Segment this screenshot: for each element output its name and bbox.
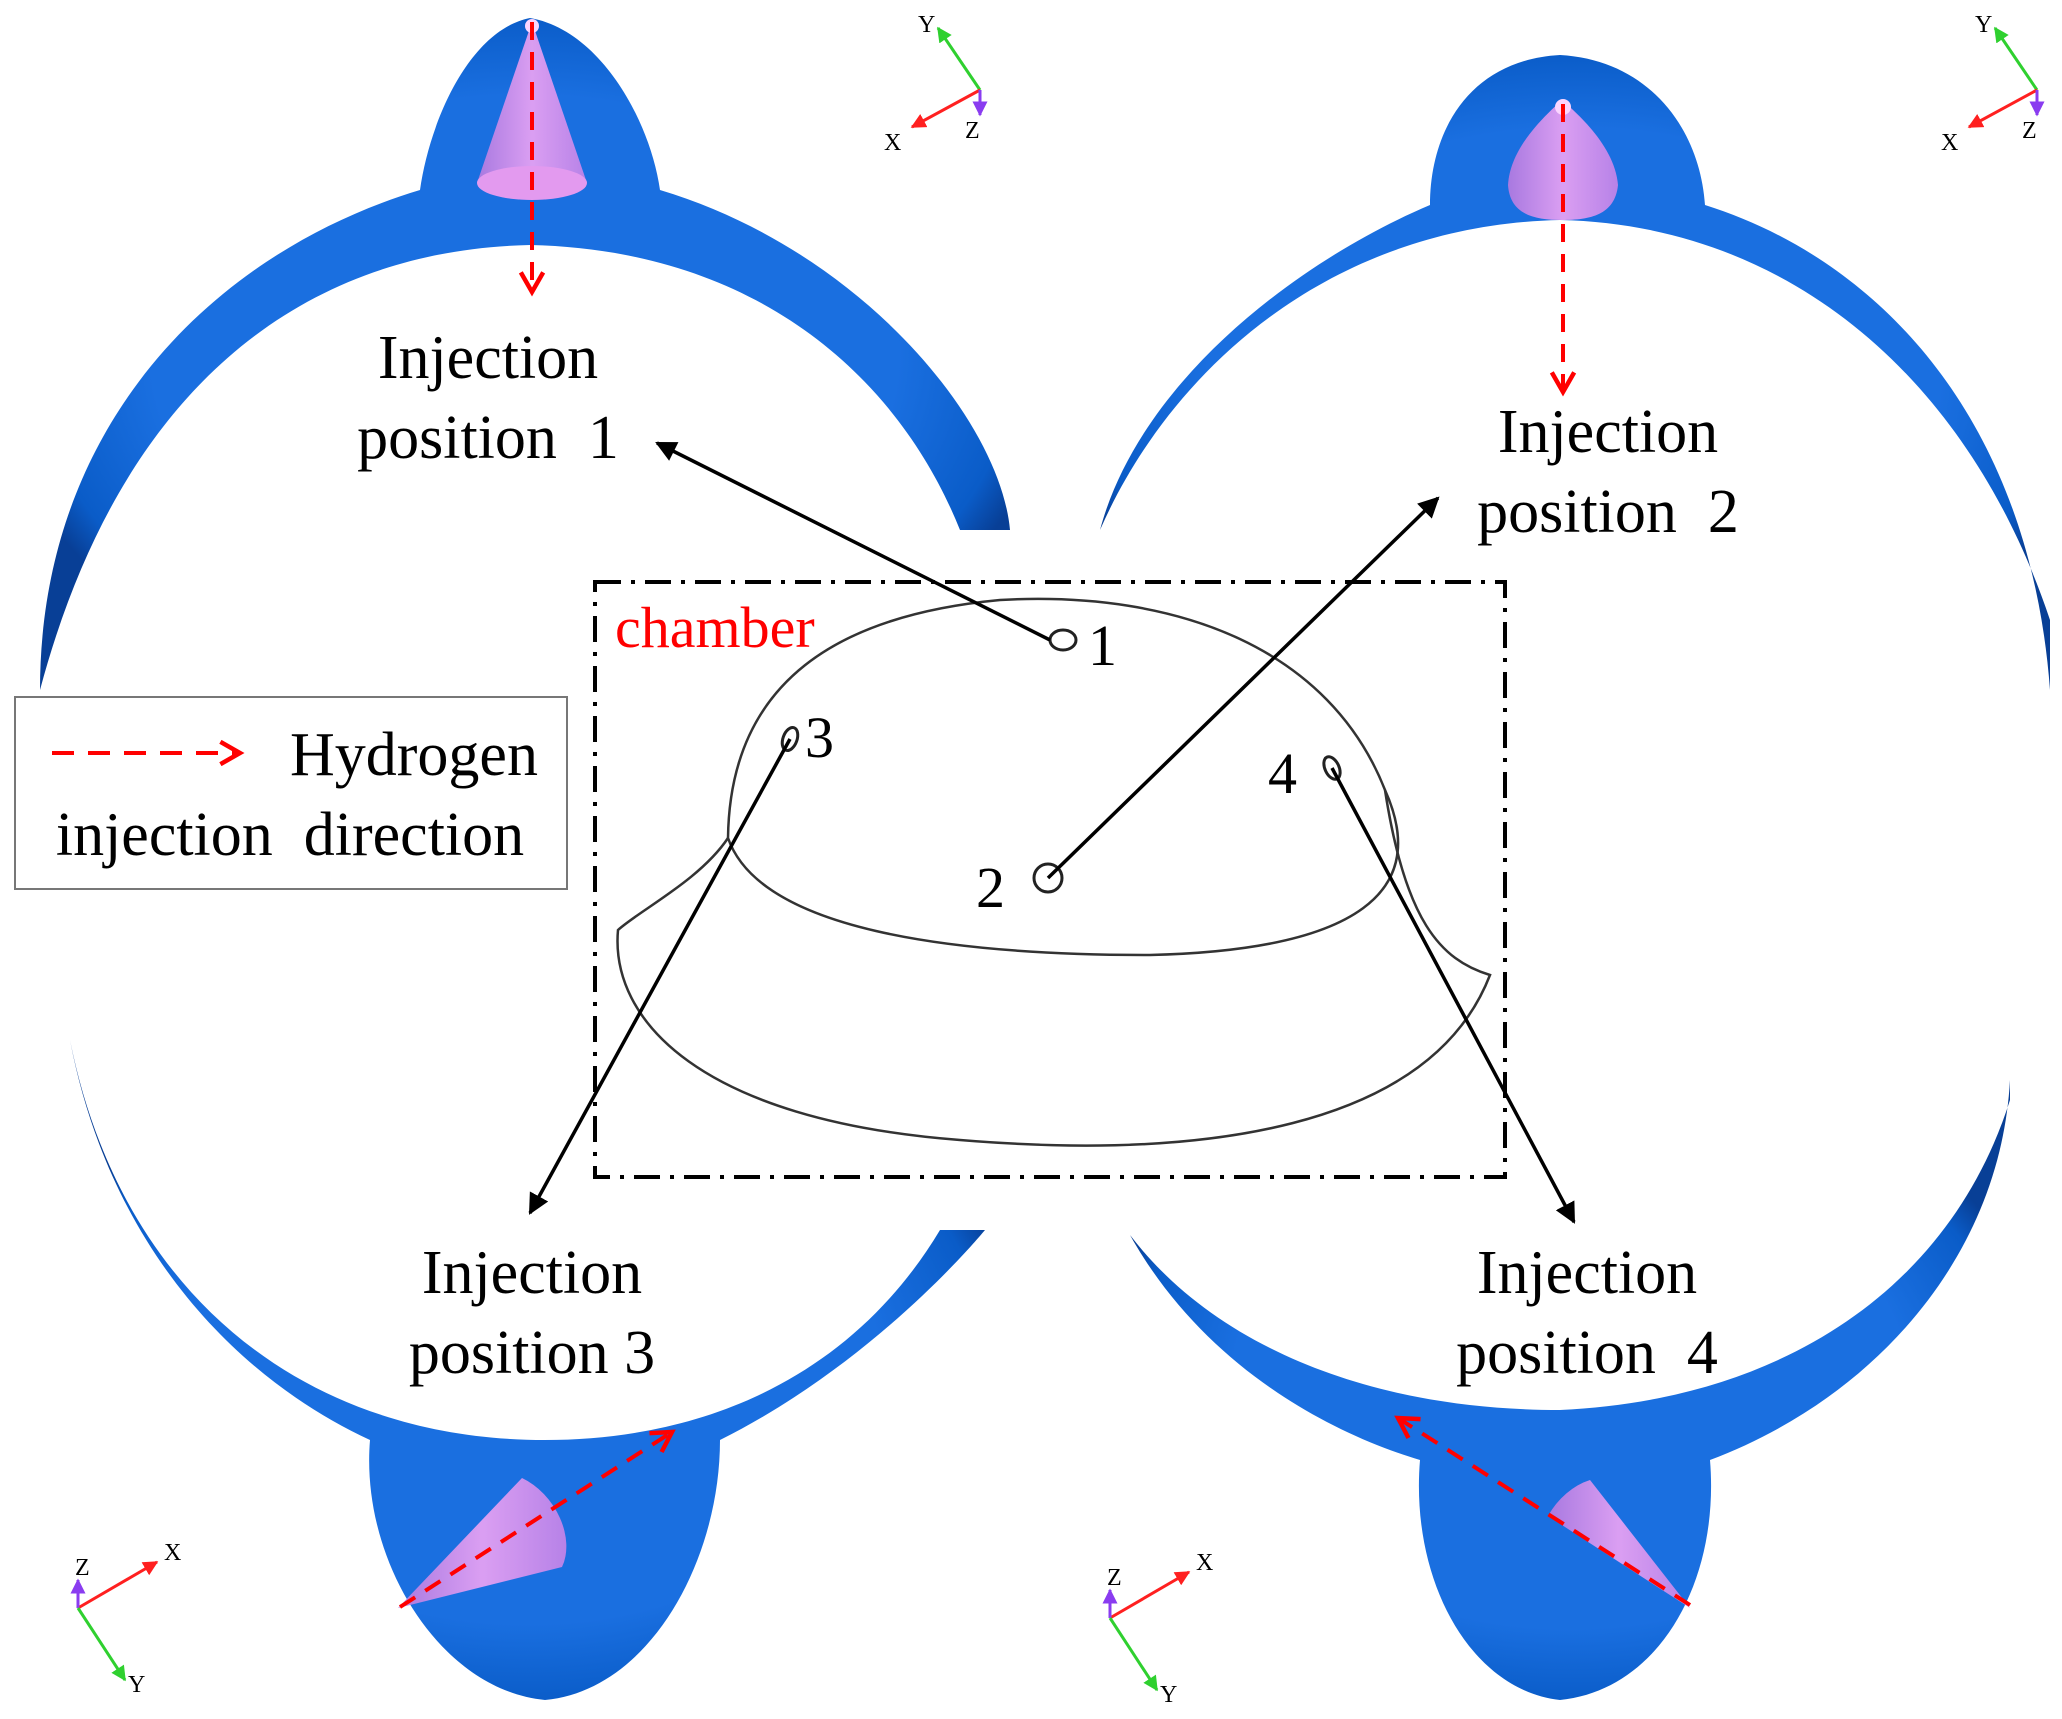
chamber-point-markers [780, 628, 1342, 894]
chamber-point-4: 4 [1268, 741, 1297, 806]
axis-triad-top-left: Y X Z [884, 12, 988, 156]
position-4-label-line1: Injection [1477, 1239, 1697, 1307]
position-2-label-line1: Injection [1498, 398, 1718, 466]
injection-arrow-3 [398, 1429, 676, 1609]
legend-line2: injection direction [56, 801, 524, 869]
svg-text:Y: Y [918, 12, 935, 38]
svg-text:Y: Y [1160, 1682, 1177, 1708]
leader-arrows [528, 441, 1576, 1224]
svg-text:Z: Z [75, 1555, 90, 1581]
plume-bottom-left [398, 1478, 567, 1608]
chamber-boundary [593, 580, 1507, 1179]
position-3-label-line1: Injection [422, 1239, 642, 1307]
legend-line1: Hydrogen [290, 721, 538, 789]
chamber-outline [616, 597, 1492, 1147]
position-4-label-line2: position 4 [1456, 1319, 1718, 1387]
chamber-point-1: 1 [1088, 613, 1117, 678]
position-3-label-line2: position 3 [409, 1319, 655, 1387]
axis-triad-top-right: Y X Z [1941, 12, 2045, 156]
legend-box [14, 696, 568, 890]
svg-text:Z: Z [965, 118, 980, 144]
chamber-point-2: 2 [976, 855, 1005, 920]
axis-triad-bottom-right: Z X Y [1102, 1550, 1213, 1708]
svg-text:X: X [164, 1540, 181, 1566]
plume-bottom-right [1548, 1480, 1690, 1608]
chamber-label: chamber [615, 595, 815, 660]
position-1-label-line1: Injection [378, 324, 598, 392]
legend: Hydrogen injection direction [14, 696, 568, 890]
chamber-point-3: 3 [805, 705, 834, 770]
svg-text:Y: Y [1975, 12, 1992, 38]
svg-text:Y: Y [128, 1672, 145, 1698]
position-1-label-line2: position 1 [357, 404, 619, 472]
position-2-label-line2: position 2 [1477, 478, 1739, 546]
svg-text:Z: Z [1107, 1565, 1122, 1591]
svg-text:X: X [884, 130, 901, 156]
svg-text:Z: Z [2022, 118, 2037, 144]
svg-text:X: X [1196, 1550, 1213, 1576]
svg-text:X: X [1941, 130, 1958, 156]
axis-triad-bottom-left: Z X Y [70, 1540, 181, 1698]
shell-bottom-right [1130, 1080, 2010, 1700]
